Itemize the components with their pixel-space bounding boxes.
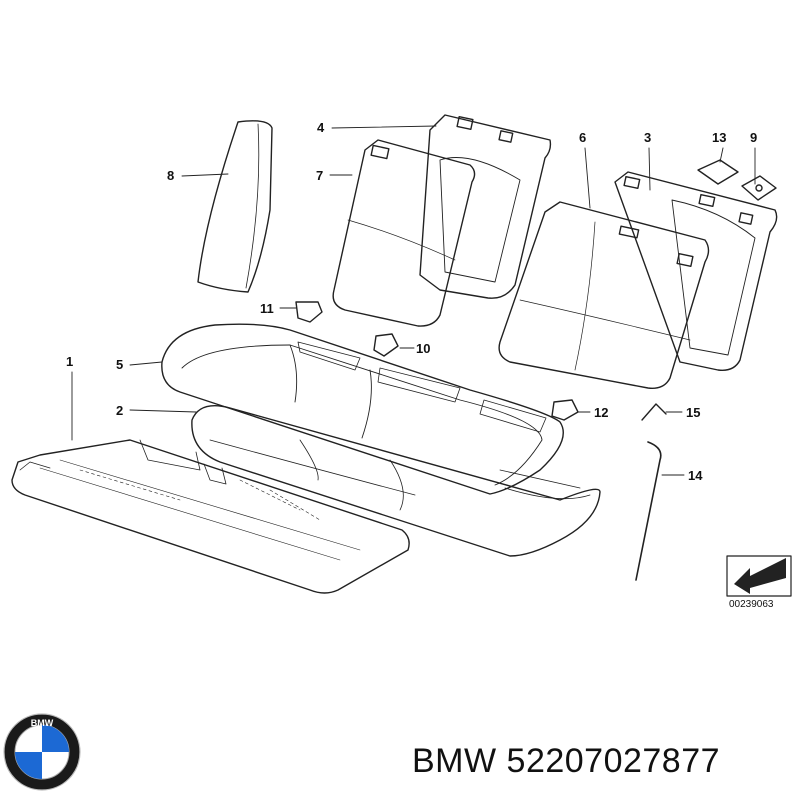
bmw-roundel-logo: BMW bbox=[3, 713, 81, 791]
part-4-backrest-frame bbox=[420, 115, 550, 298]
callout-2: 2 bbox=[116, 403, 124, 418]
callout-11: 11 bbox=[260, 301, 274, 316]
part-12-bracket bbox=[552, 400, 578, 420]
part-14-spring-wire bbox=[636, 442, 661, 580]
part-6-backrest-cushion bbox=[499, 202, 708, 388]
callout-7: 7 bbox=[316, 168, 324, 183]
part-13-clip bbox=[698, 160, 738, 184]
part-2-seat-foam bbox=[192, 406, 600, 556]
callout-3: 3 bbox=[644, 130, 652, 145]
part-11-bracket bbox=[296, 302, 322, 322]
leader-lines bbox=[72, 126, 755, 475]
callout-1: 1 bbox=[66, 354, 74, 369]
callout-9: 9 bbox=[750, 130, 758, 145]
callout-15: 15 bbox=[686, 405, 701, 420]
reference-symbol bbox=[727, 556, 791, 596]
part-3-backrest-frame bbox=[615, 172, 777, 370]
part-8-side-bolster bbox=[198, 121, 272, 292]
callout-12: 12 bbox=[594, 405, 609, 420]
part-1-seat-base-frame bbox=[12, 440, 409, 593]
callout-6: 6 bbox=[579, 130, 587, 145]
part-9-clip bbox=[742, 176, 776, 200]
part-5-seat-cover bbox=[162, 324, 563, 494]
part-15-hook bbox=[642, 404, 666, 420]
callout-4: 4 bbox=[317, 120, 325, 135]
callout-5: 5 bbox=[116, 357, 124, 372]
callout-14: 14 bbox=[688, 468, 703, 483]
callout-13: 13 bbox=[712, 130, 727, 145]
callout-8: 8 bbox=[167, 168, 175, 183]
callout-10: 10 bbox=[416, 341, 431, 356]
part-7-backrest-cushion bbox=[333, 140, 474, 326]
logo-text: BMW bbox=[31, 718, 54, 728]
part-10-bracket bbox=[374, 334, 398, 356]
reference-code: 00239063 bbox=[729, 599, 774, 610]
caption-part-number: BMW 52207027877 bbox=[412, 742, 721, 780]
